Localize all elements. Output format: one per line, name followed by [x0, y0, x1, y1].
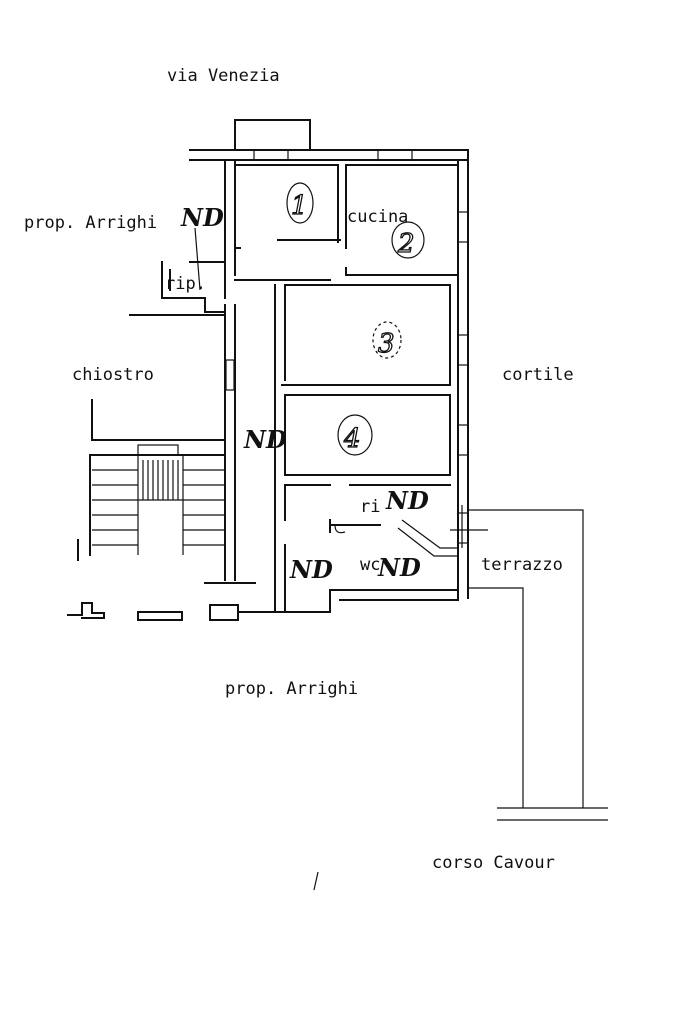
neighbor-bottom-label: prop. Arrighi: [225, 679, 358, 699]
nd-mark-storage: ND: [180, 203, 224, 232]
courtyard-label: cortile: [502, 365, 574, 385]
storage-mid-label: ri: [360, 497, 380, 517]
nd-mark-corridor: ND: [243, 425, 287, 454]
wc-label: wc: [360, 555, 380, 575]
street-via-venezia-label: via Venezia: [167, 66, 280, 86]
walls: [67, 119, 469, 621]
stray-mark: [313, 871, 319, 891]
terrace-outline: [334, 505, 608, 821]
terrace-label: terrazzo: [481, 555, 563, 575]
room-2-number: 2: [397, 229, 415, 259]
nd-mark-entrance: ND: [289, 555, 333, 584]
room-1-number: 1: [291, 191, 308, 221]
handwritten-annotations: 1 2 3 4 ND ND ND ND ND: [180, 182, 429, 891]
neighbor-left-label: prop. Arrighi: [24, 213, 157, 233]
storage-top-label: rip.: [165, 274, 206, 294]
staircase: [92, 455, 225, 555]
nd-mark-storage-mid: ND: [385, 486, 429, 515]
cloister-label: chiostro: [72, 365, 154, 385]
street-corso-cavour-label: corso Cavour: [432, 853, 555, 873]
handwritten-stroke: [194, 227, 201, 291]
room-3-number: 3: [378, 329, 395, 359]
room-4-number: 4: [343, 424, 361, 454]
nd-mark-wc: ND: [377, 553, 421, 582]
kitchen-label: cucina: [347, 207, 408, 227]
